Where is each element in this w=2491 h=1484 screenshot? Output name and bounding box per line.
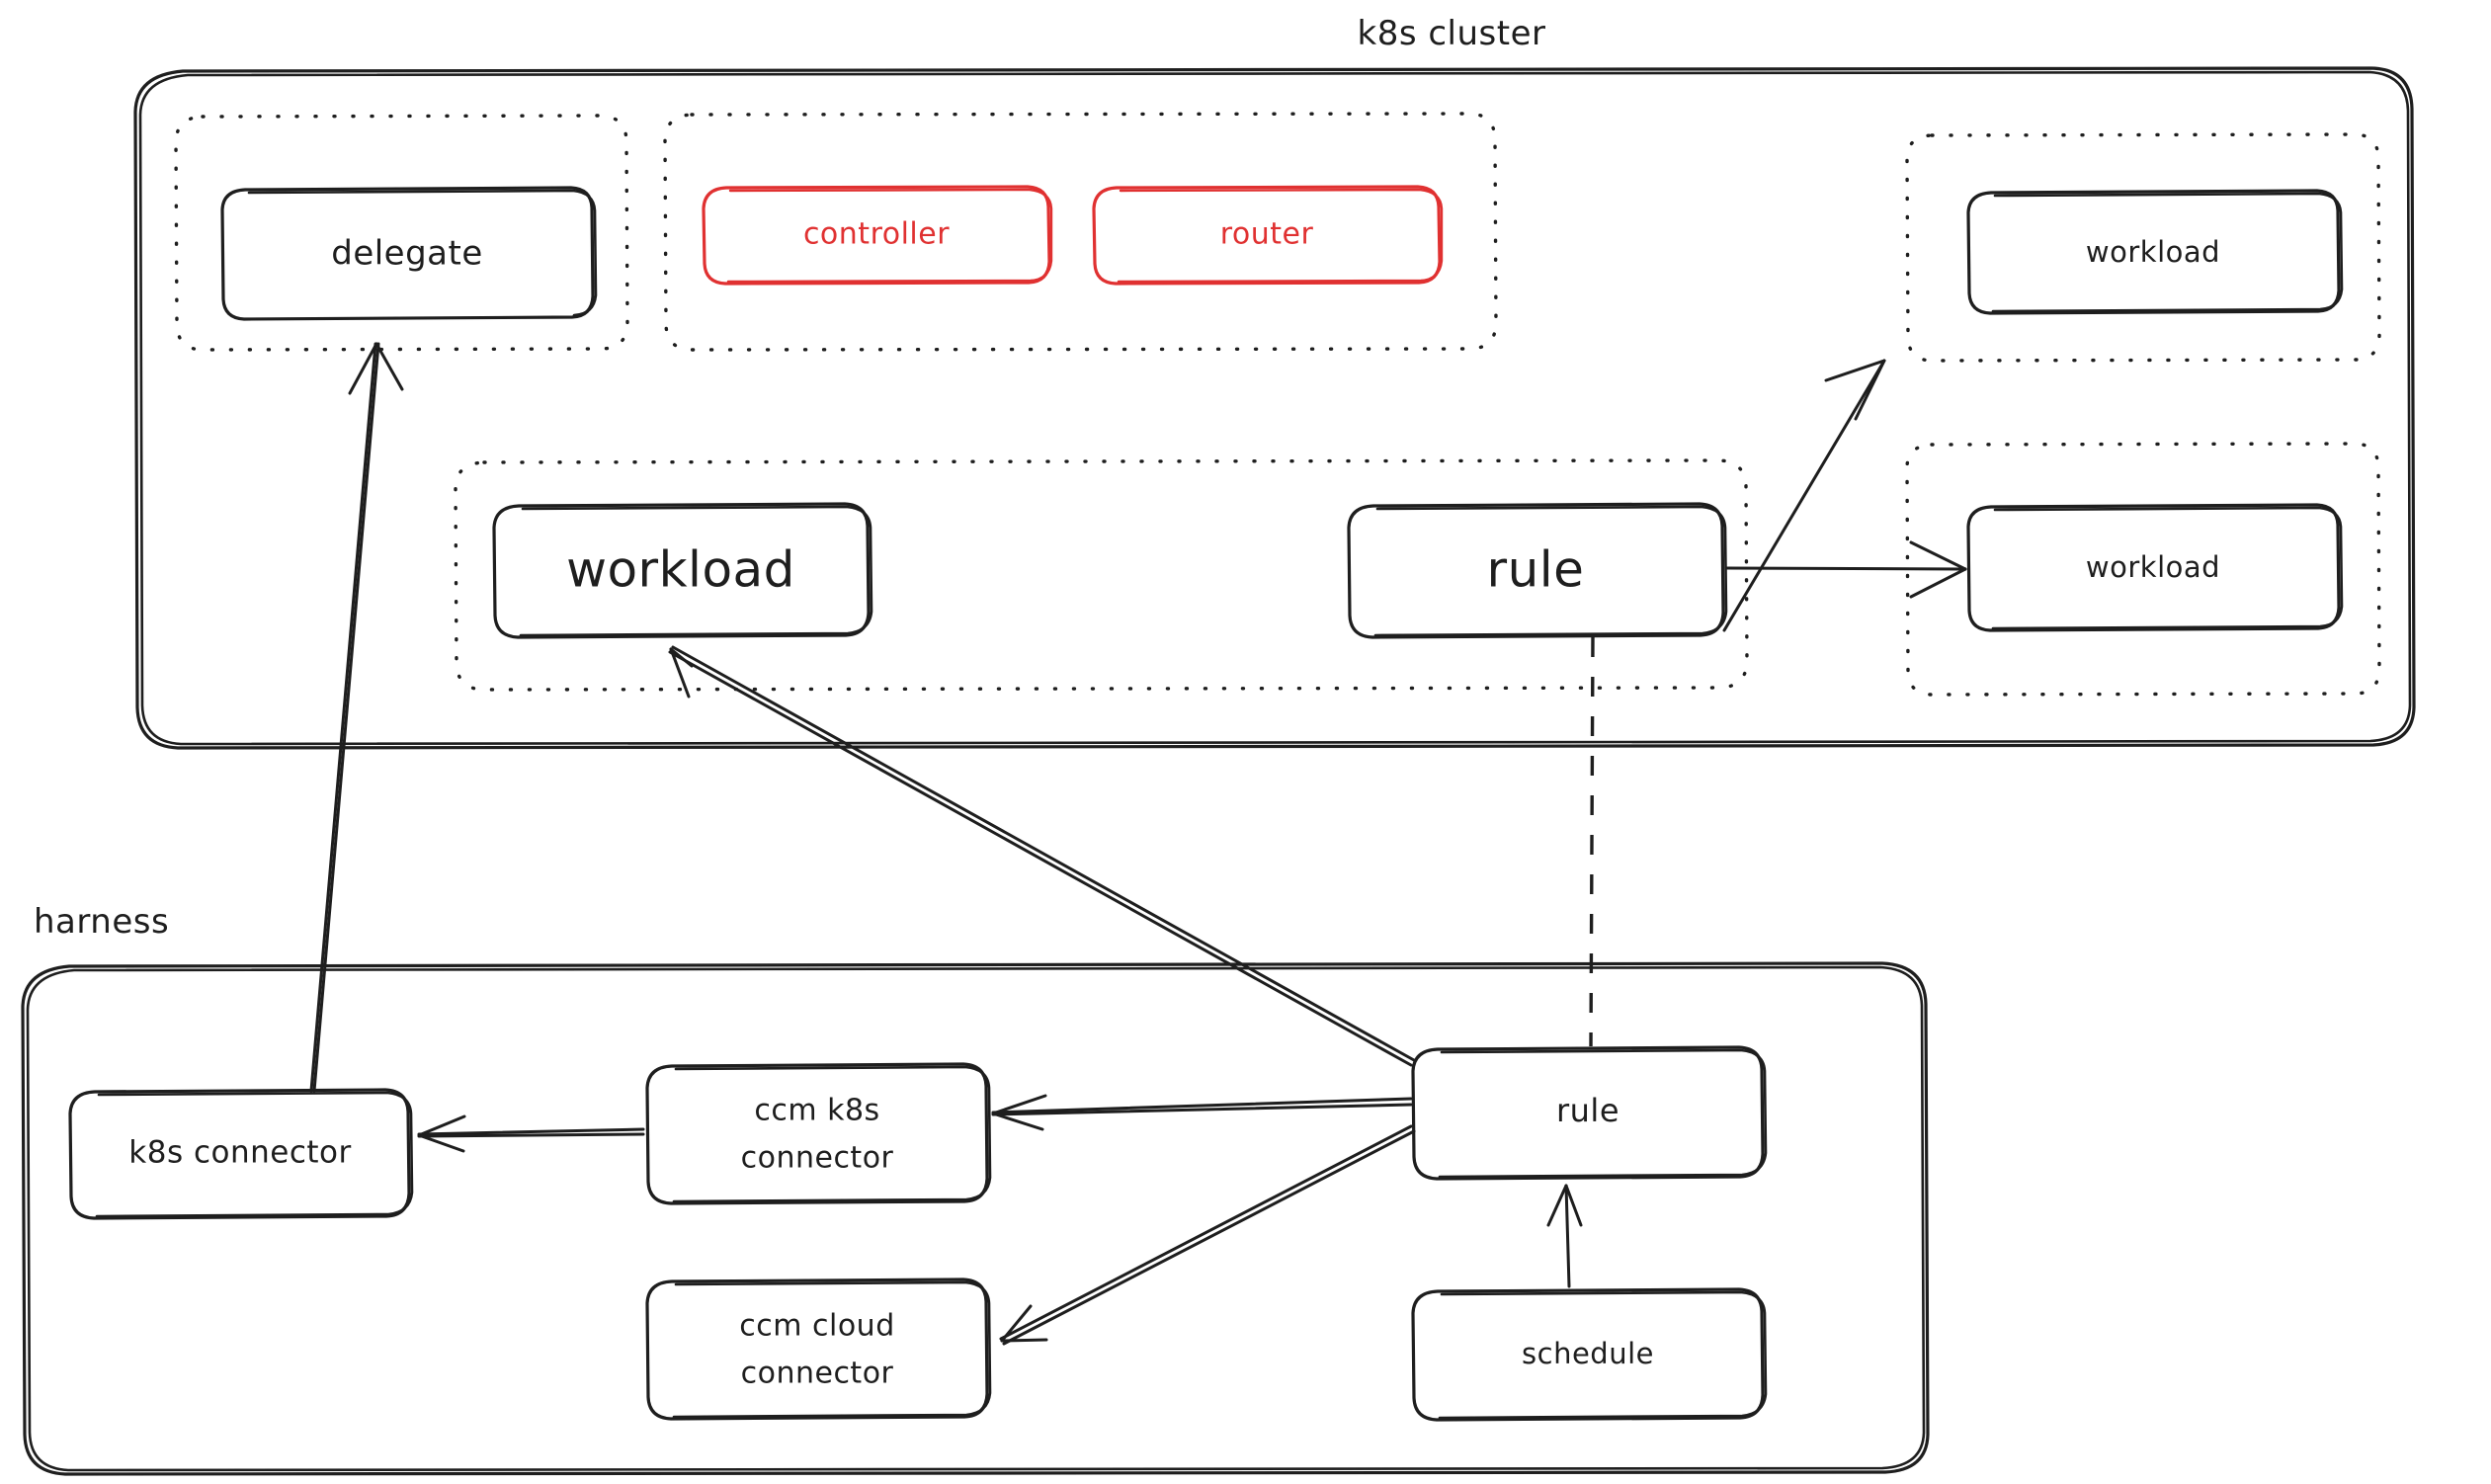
controller-label: controller	[803, 217, 950, 252]
ccm-cloud-connector-box-sketch	[672, 1280, 992, 1419]
harness-border-sketch	[26, 965, 1926, 1472]
node-ccm-k8s-connector[interactable]: ccm k8s connector	[645, 1062, 992, 1205]
harness-title: harness	[34, 902, 169, 942]
edge-ccm-k8s-connector-to-k8s-connector	[417, 1114, 645, 1153]
workload-top-right-box-sketch	[1991, 192, 2344, 313]
ccm-cloud-connector-label-line2: connector	[741, 1357, 894, 1391]
edge-rule-cluster-to-rule-harness-dashed	[1589, 636, 1595, 1047]
node-k8s-connector[interactable]: k8s connector	[68, 1088, 414, 1220]
edge-rule-harness-to-ccm-cloud-connector	[999, 1124, 1416, 1346]
node-delegate[interactable]: delegate	[220, 186, 598, 321]
harness-border	[21, 961, 1930, 1476]
node-schedule[interactable]: schedule	[1411, 1287, 1768, 1422]
ccm-cloud-connector-label-line1: ccm cloud	[739, 1309, 895, 1344]
rule-harness-box-sketch	[1438, 1048, 1768, 1179]
router-label: router	[1220, 217, 1314, 252]
workload-main-box-sketch	[519, 505, 873, 637]
workload-mid-right-label: workload	[2086, 550, 2220, 584]
rule-harness-label: rule	[1556, 1092, 1619, 1129]
group-harness: harness	[21, 902, 1930, 1476]
edge-rule-to-workload-mid-right	[1725, 540, 1967, 599]
node-ccm-cloud-connector[interactable]: ccm cloud connector	[645, 1278, 992, 1421]
delegate-label: delegate	[331, 234, 483, 274]
namespace-delegate	[174, 114, 629, 352]
namespace-delegate-border	[174, 114, 629, 352]
edge-k8s-connector-to-delegate	[309, 342, 404, 1093]
k8s-cluster-border-sketch	[138, 70, 2412, 746]
namespace-workload-top-right	[1905, 132, 2381, 363]
node-rule-cluster[interactable]: rule	[1347, 502, 1728, 639]
ccm-k8s-connector-box-sketch	[672, 1065, 992, 1203]
k8s-connector-label: k8s connector	[128, 1135, 351, 1171]
node-workload-mid-right[interactable]: workload	[1966, 503, 2344, 632]
k8s-cluster-title: k8s cluster	[1358, 14, 1546, 53]
k8s-cluster-border	[133, 66, 2416, 750]
rule-cluster-label: rule	[1487, 541, 1585, 599]
ccm-k8s-connector-label-line2: connector	[741, 1141, 894, 1176]
controller-box-sketch	[726, 188, 1053, 284]
edge-schedule-to-rule-harness	[1546, 1184, 1583, 1288]
router-box-sketch	[1117, 188, 1444, 284]
rule-cluster-box-sketch	[1373, 505, 1728, 637]
delegate-box-sketch	[247, 189, 598, 317]
node-workload-top-right[interactable]: workload	[1966, 189, 2344, 315]
ccm-k8s-connector-label-line1: ccm k8s	[754, 1094, 879, 1128]
edge-rule-harness-to-ccm-k8s-connector	[991, 1094, 1413, 1131]
workload-main-label: workload	[566, 541, 795, 599]
group-k8s-cluster: k8s cluster	[133, 14, 2416, 750]
workload-top-right-label: workload	[2086, 235, 2220, 269]
node-router[interactable]: router	[1092, 185, 1444, 286]
schedule-label: schedule	[1522, 1337, 1654, 1370]
node-controller[interactable]: controller	[702, 185, 1053, 286]
workload-mid-right-box-sketch	[1991, 506, 2344, 630]
edge-rule-to-workload-top-right	[1722, 359, 1886, 632]
node-workload-main[interactable]: workload	[492, 502, 873, 639]
edge-rule-harness-to-workload-main	[668, 645, 1416, 1067]
k8s-connector-box-sketch	[95, 1091, 414, 1218]
node-rule-harness[interactable]: rule	[1411, 1045, 1768, 1181]
schedule-box-sketch	[1438, 1290, 1768, 1420]
namespace-workload-top-right-border	[1905, 132, 2381, 363]
